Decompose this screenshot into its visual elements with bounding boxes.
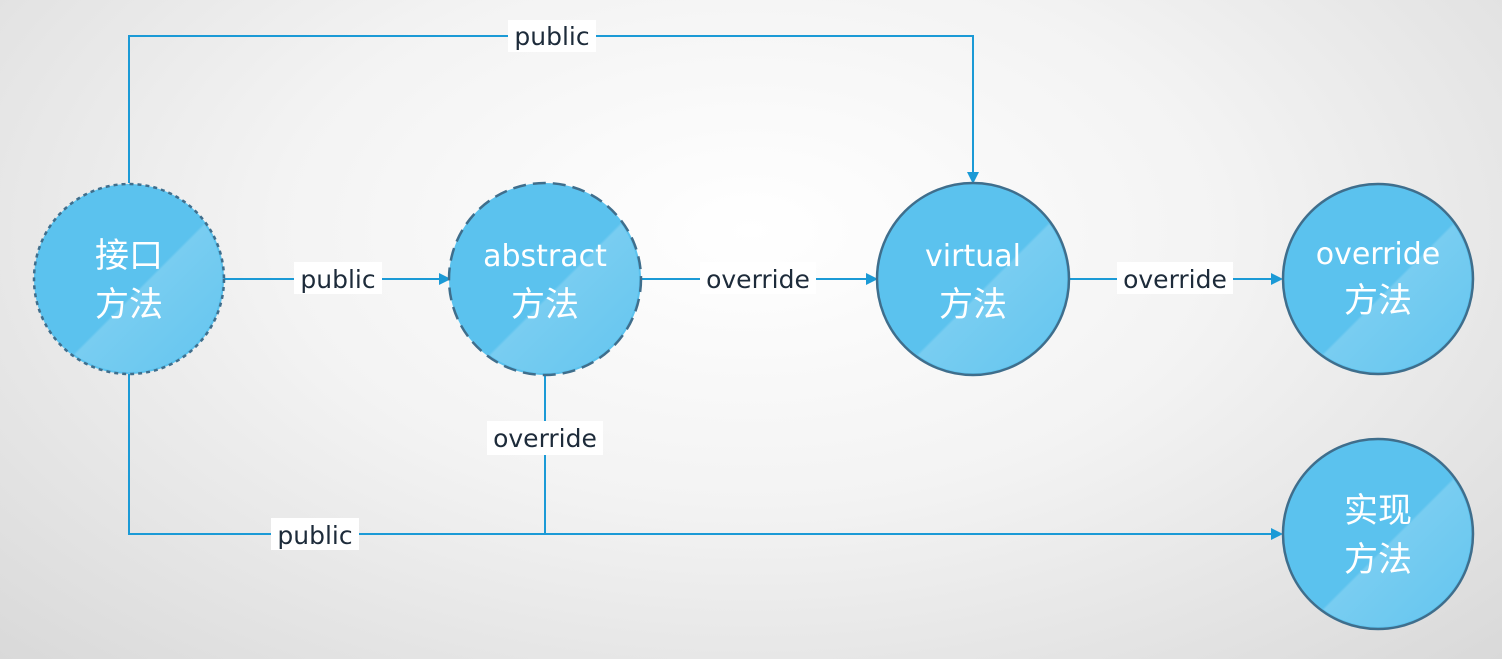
edge-label-text: public	[514, 22, 589, 51]
edge-label-abstract-to-virtual: override	[700, 262, 816, 294]
node-label-line1: abstract	[483, 239, 607, 274]
edge-label-top-public: public	[508, 20, 596, 52]
edge-top-public	[128, 35, 979, 184]
node-label-line2: 方法	[1344, 281, 1412, 321]
node-implement: 实现 方法	[1281, 437, 1475, 631]
node-interface: 接口 方法	[32, 182, 226, 376]
edge-label-abstract-to-implement: override	[487, 421, 603, 455]
edge-label-text: override	[493, 424, 597, 453]
edge-label-interface-to-abstract: public	[294, 262, 382, 294]
node-label-line2: 方法	[939, 285, 1007, 325]
node-override: override 方法	[1281, 182, 1475, 376]
edge-label-bottom-public: public	[271, 518, 359, 550]
edge-bottom-public	[128, 374, 1283, 540]
edge-label-text: override	[706, 265, 810, 294]
edge-label-virtual-to-override: override	[1117, 262, 1233, 294]
node-label-line2: 方法	[1344, 540, 1412, 580]
edge-label-text: public	[300, 265, 375, 294]
node-label-line1: 接口	[95, 236, 163, 276]
node-label-line1: override	[1316, 237, 1441, 272]
node-abstract: abstract 方法	[447, 181, 643, 377]
edge-label-text: override	[1123, 265, 1227, 294]
node-label-line1: 实现	[1344, 491, 1412, 531]
node-label-line2: 方法	[511, 285, 579, 325]
edge-label-text: public	[277, 521, 352, 550]
node-label-line2: 方法	[95, 285, 163, 325]
node-label-line1: virtual	[925, 239, 1021, 274]
node-virtual: virtual 方法	[875, 181, 1071, 377]
